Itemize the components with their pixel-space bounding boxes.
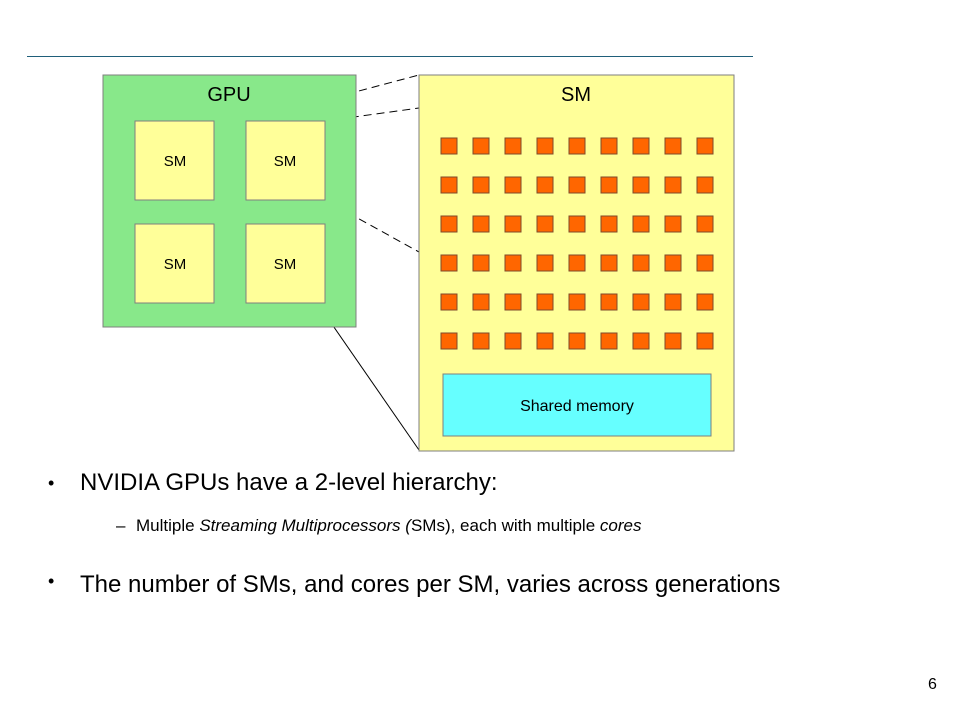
core-square <box>472 332 490 350</box>
core-square <box>600 293 618 311</box>
core-square <box>568 332 586 350</box>
sub-bullet-part-3: SMs), each with multiple <box>410 516 600 535</box>
core-square <box>600 254 618 272</box>
core-square <box>472 176 490 194</box>
core-grid <box>440 137 714 350</box>
core-square <box>504 332 522 350</box>
core-square <box>696 215 714 233</box>
core-square <box>440 332 458 350</box>
gpu-hierarchy-diagram: GPU SM SM SM SM SM Shared memory <box>102 74 735 452</box>
core-square <box>472 293 490 311</box>
core-square <box>568 137 586 155</box>
sub-bullet-part-4: cores <box>599 516 642 535</box>
core-square <box>696 293 714 311</box>
sm-detail-label: SM <box>561 84 591 106</box>
core-square <box>472 215 490 233</box>
core-square <box>600 137 618 155</box>
core-square <box>568 215 586 233</box>
gpu-sm-box-1 <box>134 120 215 201</box>
gpu-sm-label-4: SM <box>274 256 297 273</box>
core-square <box>632 137 650 155</box>
core-square <box>696 254 714 272</box>
core-square <box>504 293 522 311</box>
core-square <box>632 215 650 233</box>
core-square <box>664 332 682 350</box>
core-square <box>504 137 522 155</box>
core-square <box>440 176 458 194</box>
core-square <box>664 176 682 194</box>
bullet-1-text: NVIDIA GPUs have a 2-level hierarchy: <box>80 469 498 496</box>
title-rule <box>27 56 753 57</box>
core-square <box>632 293 650 311</box>
core-square <box>568 176 586 194</box>
core-square <box>568 293 586 311</box>
core-square <box>664 293 682 311</box>
core-square <box>472 137 490 155</box>
core-square <box>536 215 554 233</box>
gpu-label: GPU <box>207 84 250 106</box>
core-square <box>696 332 714 350</box>
sub-bullet-part-2: Streaming Multiprocessors ( <box>199 516 411 535</box>
sub-bullet-part-1: Multiple <box>136 516 200 535</box>
core-square <box>664 215 682 233</box>
shared-memory-label: Shared memory <box>520 398 634 415</box>
core-square <box>472 254 490 272</box>
gpu-sm-box-3 <box>134 223 215 304</box>
core-square <box>600 176 618 194</box>
core-square <box>440 293 458 311</box>
core-square <box>440 254 458 272</box>
gpu-sm-box-2 <box>245 120 326 201</box>
bullet-dot: • <box>48 473 55 493</box>
core-square <box>440 137 458 155</box>
core-square <box>536 332 554 350</box>
core-square <box>600 332 618 350</box>
core-square <box>536 176 554 194</box>
core-square <box>440 215 458 233</box>
core-square <box>600 215 618 233</box>
core-square <box>696 137 714 155</box>
core-square <box>632 176 650 194</box>
page-number: 6 <box>928 676 937 693</box>
core-square <box>568 254 586 272</box>
core-square <box>504 215 522 233</box>
core-square <box>632 254 650 272</box>
core-square <box>536 137 554 155</box>
core-square <box>696 176 714 194</box>
sub-bullet-1: –Multiple Streaming Multiprocessors (SMs… <box>116 514 641 538</box>
gpu-sm-label-1: SM <box>164 153 187 170</box>
gpu-sm-label-2: SM <box>274 153 297 170</box>
core-square <box>536 254 554 272</box>
bullet-dot: • <box>48 571 55 591</box>
core-square <box>664 254 682 272</box>
core-square <box>504 254 522 272</box>
core-square <box>632 332 650 350</box>
shared-memory-box <box>442 373 712 437</box>
core-square <box>536 293 554 311</box>
bullet-2-text: The number of SMs, and cores per SM, var… <box>80 571 781 598</box>
gpu-sm-box-4 <box>245 223 326 304</box>
gpu-sm-label-3: SM <box>164 256 187 273</box>
core-square <box>504 176 522 194</box>
sub-bullet-dash: – <box>116 516 126 535</box>
core-square <box>664 137 682 155</box>
